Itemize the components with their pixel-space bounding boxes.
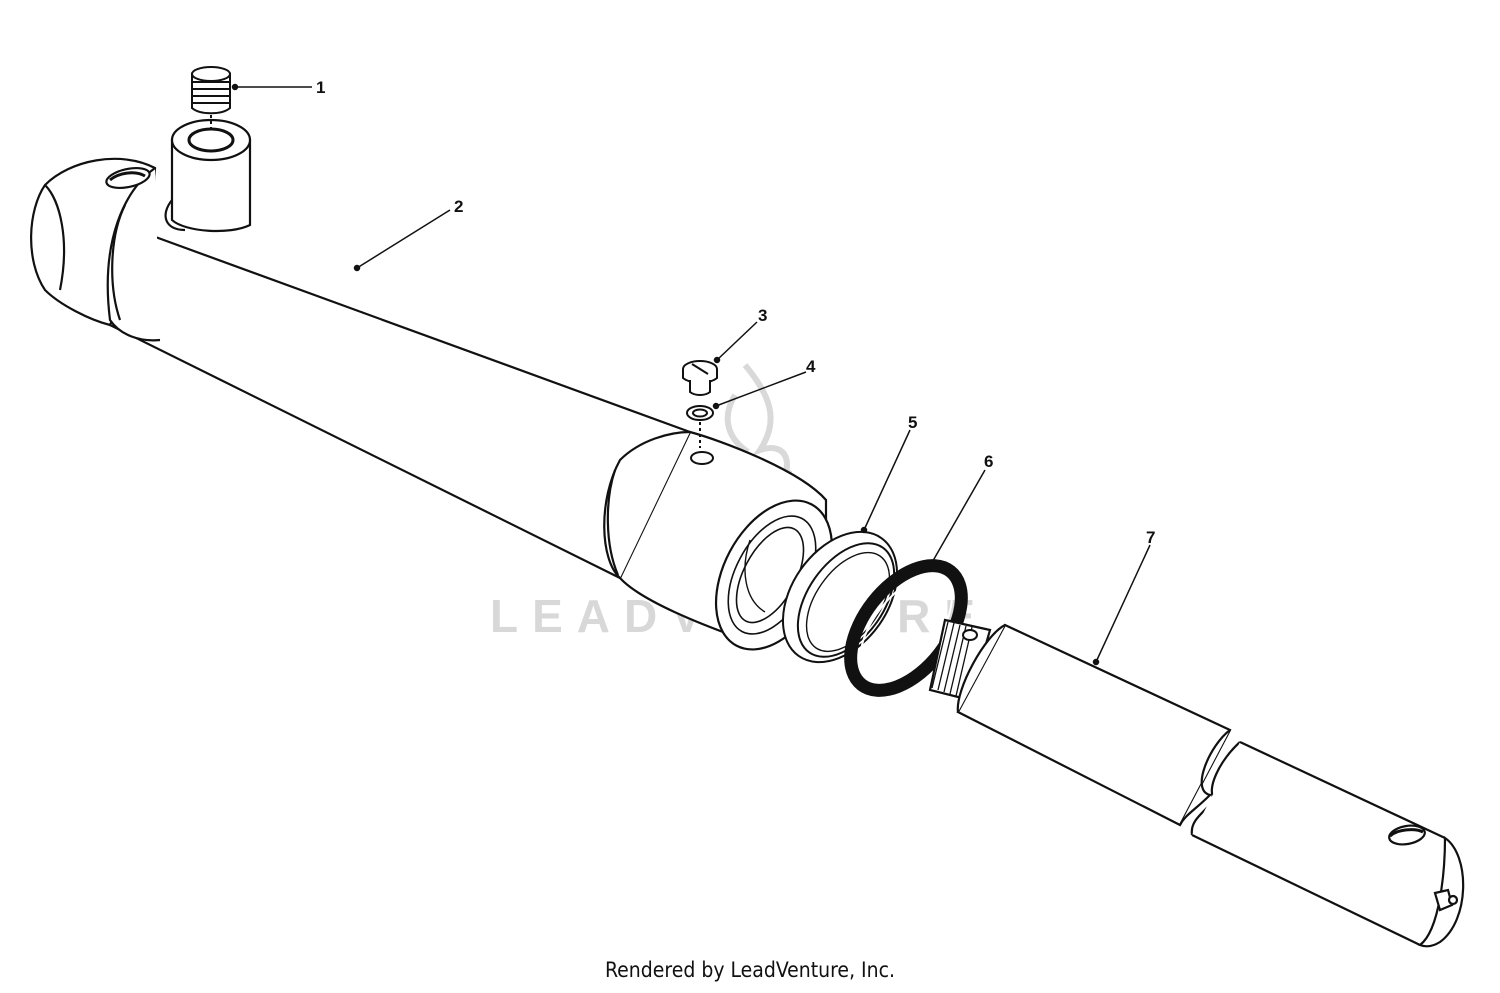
render-credit-caption: Rendered by LeadVenture, Inc.	[605, 958, 895, 982]
callout-1: 1	[316, 78, 325, 97]
callout-3: 3	[758, 306, 767, 325]
cylinder-barrel	[30, 118, 834, 651]
part-1-fitting	[191, 66, 231, 128]
callout-labels: 1 2 3 4 5 6 7	[316, 78, 1155, 547]
callout-4: 4	[806, 357, 816, 376]
part-7-piston-rod	[928, 618, 1465, 948]
callout-6: 6	[984, 452, 993, 471]
callout-7: 7	[1146, 528, 1155, 547]
part-4-washer	[686, 405, 714, 448]
callout-2: 2	[454, 197, 463, 216]
callout-leaders	[231, 83, 1151, 666]
part-3-screw	[682, 360, 718, 396]
callout-5: 5	[908, 413, 917, 432]
